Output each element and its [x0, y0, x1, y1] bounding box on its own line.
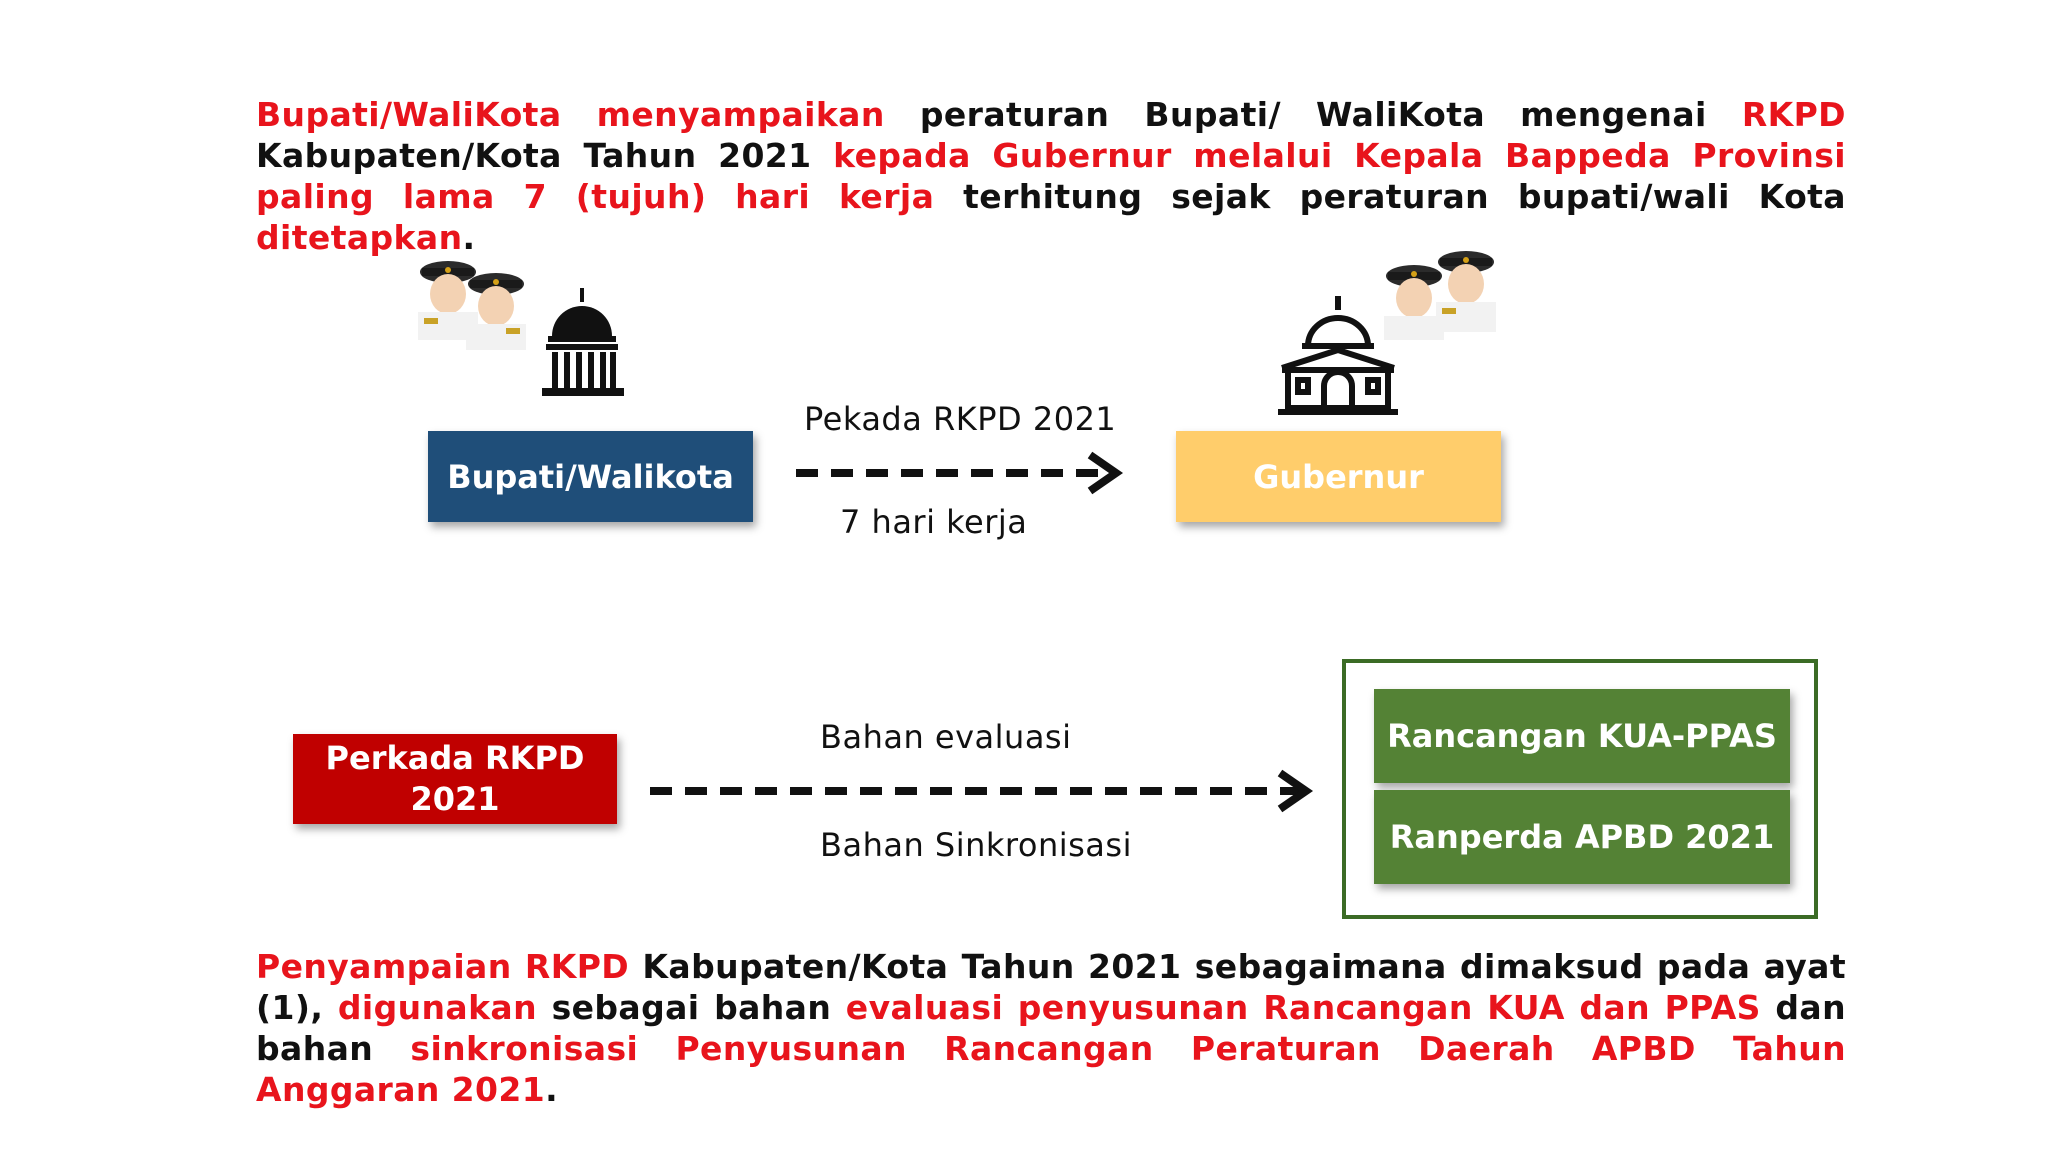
perkada-label-line2: 2021 — [410, 780, 500, 818]
bottom-paragraph-segment: . — [545, 1070, 559, 1109]
top-paragraph-segment: . — [462, 218, 476, 257]
top-paragraph-segment: kepada Gubernur melalui Kepala Bappeda P… — [256, 136, 1846, 216]
bottom-paragraph-segment: sebagai bahan — [536, 988, 846, 1027]
bottom-paragraph-segment: sinkronisasi Penyusunan Rancangan Peratu… — [256, 1029, 1846, 1109]
top-paragraph: Bupati/WaliKota menyampaikan peraturan B… — [256, 94, 1846, 258]
official-figure — [1384, 265, 1444, 340]
bottom-paragraph-segment: Penyampaian RKPD — [256, 947, 630, 986]
capitol-building-icon — [542, 288, 624, 396]
bupati-walikota-box: Bupati/Walikota — [428, 431, 753, 522]
top-paragraph-segment: RKPD — [1741, 95, 1846, 134]
target-group-frame — [1342, 659, 1818, 919]
top-paragraph-segment: terhitung sejak peraturan bupati/wali Ko… — [934, 177, 1846, 216]
top-paragraph-segment: Kabupaten/Kota Tahun 2021 — [256, 136, 834, 175]
ranperda-apbd-box: Ranperda APBD 2021 — [1374, 790, 1790, 884]
gubernur-box: Gubernur — [1176, 431, 1501, 522]
top-paragraph-segment: ditetapkan — [256, 218, 463, 257]
top-paragraph-segment: Bupati/WaliKota menyampaikan — [256, 95, 885, 134]
official-figure — [466, 273, 526, 350]
arrow-label-7-hari: 7 hari kerja — [840, 503, 1028, 541]
top-paragraph-segment: peraturan Bupati/ WaliKota mengenai — [884, 95, 1742, 134]
government-building-icon — [1278, 296, 1398, 415]
perkada-rkpd-box: Perkada RKPD 2021 — [293, 734, 617, 824]
arrow-label-pekada: Pekada RKPD 2021 — [804, 400, 1117, 438]
dashed-arrow-top — [796, 451, 1124, 495]
rancangan-kua-ppas-box: Rancangan KUA-PPAS — [1374, 689, 1790, 783]
bottom-paragraph-segment: digunakan — [337, 988, 537, 1027]
bottom-paragraph-segment: evaluasi penyusunan Rancangan KUA dan PP… — [845, 988, 1761, 1027]
dashed-arrow-bottom — [650, 769, 1314, 813]
arrow-label-bahan-sinkronisasi: Bahan Sinkronisasi — [820, 826, 1132, 864]
perkada-label-line1: Perkada RKPD — [325, 739, 585, 777]
official-figure — [1436, 251, 1496, 332]
arrow-label-bahan-evaluasi: Bahan evaluasi — [820, 718, 1072, 756]
bottom-paragraph-segment: Kabupaten/Kota Tahun 2021 sebagaimana di… — [256, 947, 1846, 1027]
bottom-paragraph: Penyampaian RKPD Kabupaten/Kota Tahun 20… — [256, 946, 1846, 1110]
bottom-paragraph-segment: dan bahan — [256, 988, 1846, 1068]
